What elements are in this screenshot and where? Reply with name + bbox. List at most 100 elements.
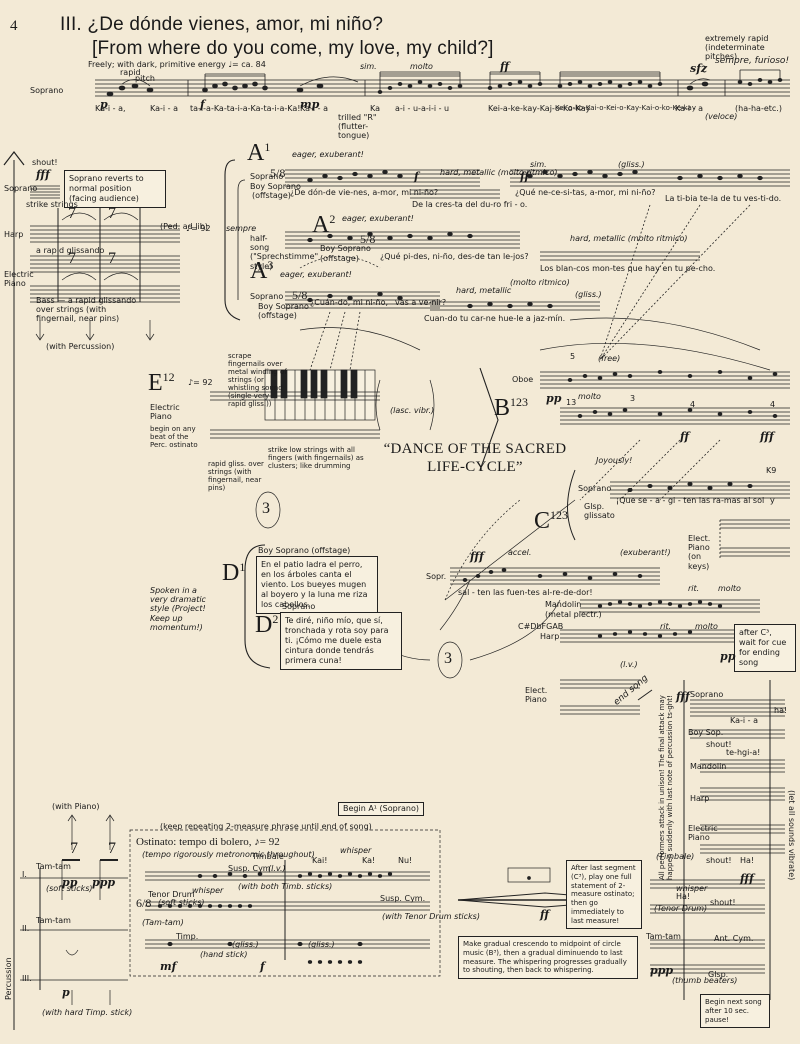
e12-rapid-gliss: rapid gliss. over strings (with fingerna… [208,460,264,493]
end-ha: ha! [774,706,788,715]
intro-lyric-3: ta-i-a-Ka-ta-i-a-Ka-ta-i-a-Ka! [190,104,301,113]
a1-dyn-ff: ff [520,170,530,183]
end-harp: Harp [690,794,710,803]
d2-voice: Soprano [282,602,316,611]
end-kaia: Ka-i - a [730,716,758,725]
perc-shout2: shout! [706,856,732,865]
intro-dyn-ff: ff [500,60,510,73]
left-system-staves [30,185,180,341]
b-oboe: Oboe [512,375,534,384]
perc-timp: Timp. [176,932,199,941]
end-soprano: Soprano [690,690,724,699]
a3-lyric1: ¿Cuán-do, mi ni-ño, [310,298,389,307]
a1-dyn-f: f [414,170,419,183]
e12-begin-note: begin on any beat of the Perc. ostinato [150,425,198,450]
left-tuplet-7d: 7 [108,250,116,267]
a3-mark2: hard, metallic [456,286,512,295]
perc-ha2: Ha! [740,856,755,865]
intro-lyric-9: Ka-i - a [675,104,703,113]
e12-inst: Electric Piano [150,403,180,422]
left-sempre: sempre [226,224,257,233]
d1-text: En el patio ladra el perro, en los árbol… [256,556,378,614]
page-number: 4 [10,18,18,34]
left-with-perc: (with Percussion) [46,342,115,351]
perc-dyn-mf: mf [160,960,177,973]
c-harp-key: C#DbFGAB [518,622,564,631]
left-epiano: Electric Piano [4,270,34,289]
perc-dyn-pp: pp [62,876,78,889]
a1-mark: eager, exuberant! [292,150,364,159]
b-triplet: 3 [630,394,636,403]
end-shout: shout! [706,740,732,749]
perc-dyn-ff-mid: ff [540,908,550,921]
c-mandolin2: (metal plectr.) [545,610,602,619]
a2-mark2: hard, metallic (molto ritmico) [570,234,688,243]
intro-mark-sim: sim. [360,62,377,71]
c-elect-piano: Elect. Piano (on keys) [688,534,711,571]
perc-dyn-f: f [260,960,265,973]
a2-lyric1: ¿Qué pi-des, ni-ño, des-de tan le-jos? [380,252,529,261]
percussion-staves [20,814,128,1005]
c-lyric1: ¡Que se - a - gi - ten las ra-mas al sol [616,496,765,505]
end-tehgia: te-hgi-a! [726,748,761,757]
left-shout: shout! [32,158,58,167]
perc-dyn-fff2: fff [740,872,754,885]
perc-dyn-ppp: ppp [92,876,116,889]
a1-meter: 5/8 [270,166,286,180]
perc-whisper2: whisper [192,886,224,895]
intro-lyric-ha: (ha-ha-etc.) [735,104,782,113]
perc-timbale: Timbale [252,852,284,861]
c-rit2: rit. [660,622,672,631]
perc-lv: (l.v.) [268,864,286,873]
c-molto: molto [718,584,741,593]
perc-kai: Kai! [312,856,328,865]
end-song-staves [683,680,785,1000]
perc-gliss1: (gliss.) [232,940,259,949]
c-gliss-label: Glsp. glissato [584,502,615,521]
b-dyn-fff: fff [760,430,774,443]
a2-meter: 5/8 [360,232,376,246]
a2-voice2: (offstage) [320,254,359,263]
left-strike: strike strings [26,200,78,209]
c-k9: K9 [766,466,777,475]
b-n13: 13 [566,398,577,407]
perc-both-sticks: (with both Timb. sticks) [238,882,333,891]
ostinato-staves [145,860,430,960]
perc-make-gradual: Make gradual crescendo to midpoint of ci… [458,936,638,979]
a1-voice2: Boy Soprano [250,182,301,191]
perc-ant-cym: Ant. Cym. [714,934,754,943]
perc-susp-cym: Susp. Cym. [228,864,274,873]
b123-label: B123 [494,395,529,421]
end-epiano: Electric Piano [688,824,718,843]
c-lv: (l.v.) [620,660,638,669]
e12-meter: 3 [262,500,270,517]
c-joyously: Joyously! [596,456,633,465]
c-sopr: Sopr. [426,572,447,581]
a3-lyric3: Cuan-do tu car-ne hue-le a jaz-mín. [424,314,566,323]
perc-tuplet-7a: 7 [70,840,78,857]
perc-ostinato-title: Ostinato: tempo di bolero, ♪= 92 [136,836,280,848]
perc-label: Percussion [4,957,13,1000]
left-tempo: ♪= 92 [186,224,211,233]
c-after-c: after C³, wait for cue for ending song [734,624,796,672]
a2-mark: eager, exuberant! [342,214,414,223]
left-tuplet-7b: 7 [108,205,116,222]
d2-text: Te diré, niño mío, que sí, tronchada y r… [280,612,402,670]
end-vib: (let all sounds vibrate) [787,790,796,881]
perc-with-piano: (with Piano) [52,802,100,811]
c-mandolin: Mandolin [545,600,582,609]
a3-voice: Soprano [250,292,284,301]
perc-timbale2: (Timbale) [656,852,695,861]
perc-begin-next: Begin next song after 10 sec. pause! [700,994,770,1029]
a3-label: A3 [250,258,274,284]
c-elect-piano2: Elect. Piano [525,686,548,705]
song-title: III. ¿De dónde vienes, amor, mi niño? [60,14,384,35]
a2-lyric2: Los blan-cos mon-tes que hay en tu pe-ch… [540,264,716,273]
intro-staff [95,79,790,97]
perc-with-tenor: (with Tenor Drum sticks) [382,912,480,921]
c-rit: rit. [688,584,700,593]
intro-voice-label: Soprano [30,86,64,95]
d1-voice: Boy Soprano (offstage) [258,546,351,555]
b-dyn-ff: ff [680,430,690,443]
perc-roman-3: III. [22,974,32,983]
